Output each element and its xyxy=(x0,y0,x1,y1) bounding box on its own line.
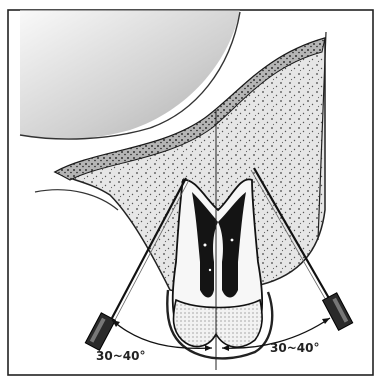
left-angle-label: 30~40° xyxy=(96,349,145,363)
right-angle-label: 30~40° xyxy=(270,341,319,355)
